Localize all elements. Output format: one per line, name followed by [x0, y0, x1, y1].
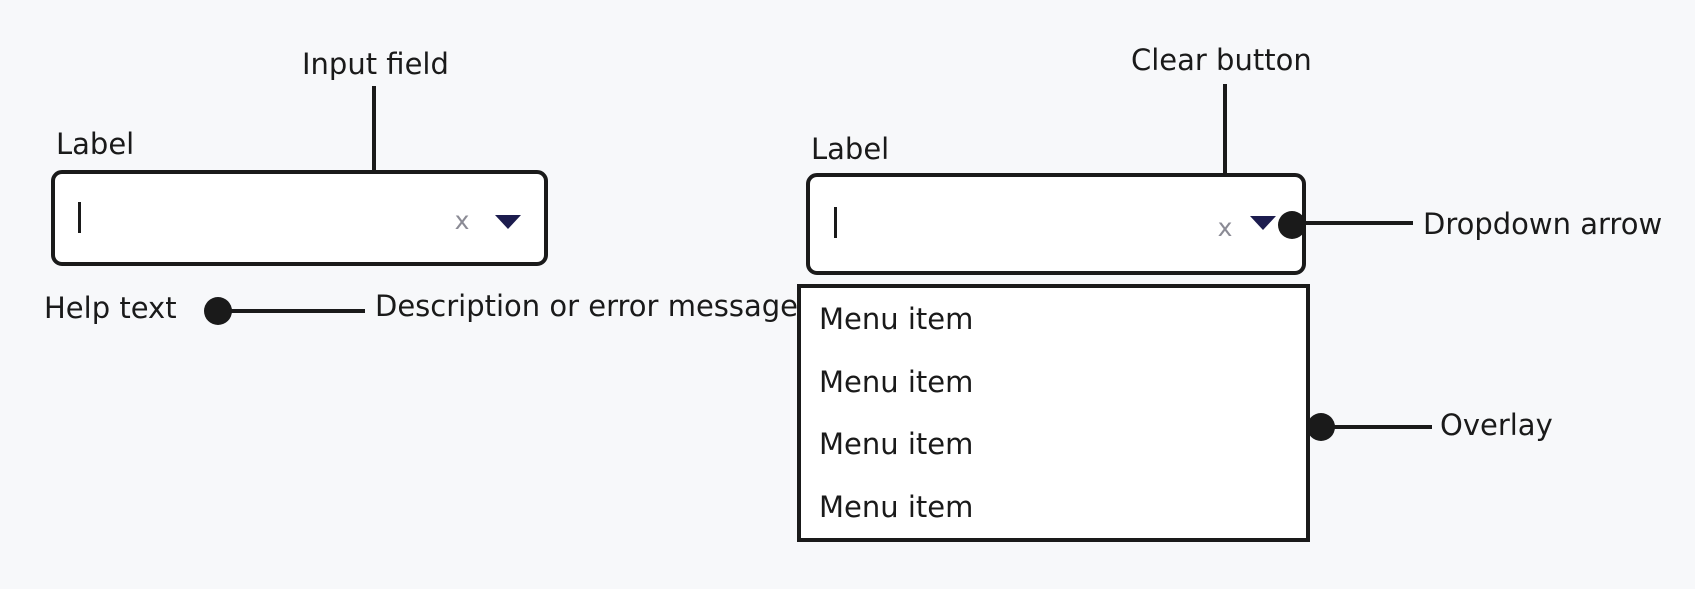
- overlay-callout-line: [1333, 425, 1432, 429]
- left-combobox-label: Label: [56, 127, 135, 161]
- clear-button-callout-line: [1223, 84, 1227, 191]
- input-field-callout-line: [372, 86, 376, 189]
- menu-item[interactable]: Menu item: [819, 489, 974, 524]
- right-clear-button[interactable]: x: [1217, 212, 1233, 242]
- right-dropdown-arrow-icon[interactable]: [1250, 216, 1276, 230]
- left-clear-button[interactable]: x: [454, 205, 470, 235]
- overlay-callout-dot: [1307, 413, 1335, 441]
- dropdown-arrow-callout-dot: [1278, 211, 1306, 239]
- text-cursor-icon: [834, 207, 837, 238]
- left-help-text: Help text: [44, 291, 177, 325]
- help-text-callout-line: [228, 309, 365, 313]
- dropdown-arrow-callout-label: Dropdown arrow: [1423, 207, 1663, 241]
- help-text-callout-dot: [204, 297, 232, 325]
- left-combobox-input[interactable]: [51, 170, 548, 266]
- menu-overlay: Menu item Menu item Menu item Menu item: [797, 284, 1310, 542]
- help-text-callout-label: Description or error message: [375, 289, 799, 323]
- menu-item[interactable]: Menu item: [819, 364, 974, 399]
- menu-item[interactable]: Menu item: [819, 302, 974, 337]
- menu-item[interactable]: Menu item: [819, 427, 974, 462]
- right-combobox-label: Label: [811, 132, 890, 166]
- left-dropdown-arrow-icon[interactable]: [495, 215, 521, 229]
- input-field-callout-label: Input field: [302, 47, 449, 81]
- clear-button-callout-label: Clear button: [1131, 43, 1312, 77]
- text-cursor-icon: [78, 202, 81, 233]
- overlay-callout-label: Overlay: [1440, 408, 1553, 442]
- dropdown-arrow-callout-line: [1304, 221, 1413, 225]
